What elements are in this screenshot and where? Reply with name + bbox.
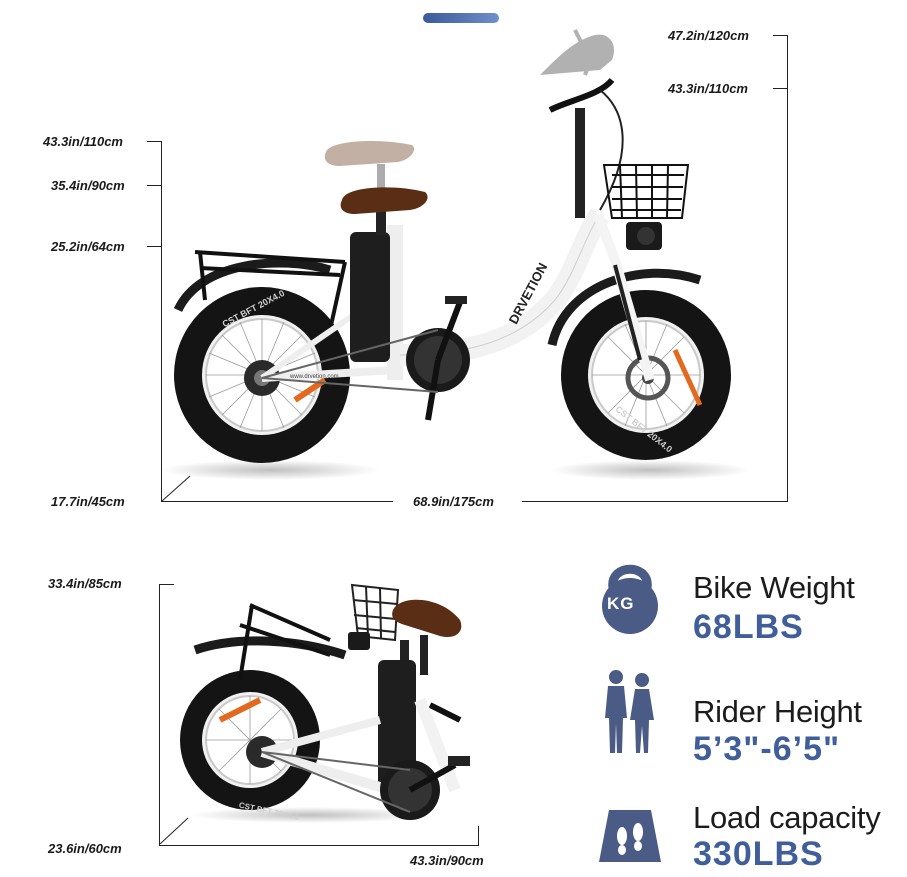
length-label: 68.9in/175cm (413, 494, 494, 509)
saddle (340, 187, 428, 214)
top-indicator-pill (423, 13, 499, 23)
seat-max-label: 43.3in/110cm (43, 134, 123, 149)
folded-height-label: 33.4in/85cm (48, 576, 122, 591)
folded-length-label: 43.3in/90cm (410, 853, 484, 868)
tick (773, 88, 788, 89)
rider-height-value: 5’3"-6’5" (693, 730, 841, 768)
stem (575, 108, 585, 218)
bike-weight-value: 68LBS (693, 608, 804, 646)
load-capacity-label: Load capacity (693, 800, 881, 835)
handlebar-min-label: 43.3in/110cm (668, 81, 748, 96)
svg-text:www.drvetion.com: www.drvetion.com (289, 374, 339, 380)
ghost-handlebar (540, 29, 615, 76)
right-dimension-line (787, 35, 788, 502)
rear-rack (194, 250, 347, 331)
tick (773, 35, 788, 36)
width-diagonal (161, 475, 191, 502)
tick (478, 826, 479, 846)
handlebar-max-label: 47.2in/120cm (668, 28, 749, 43)
left-dimension-line (161, 141, 162, 502)
battery (350, 232, 390, 362)
rider-height-label: Rider Height (693, 694, 862, 729)
rider-silhouette-icon (605, 670, 654, 753)
seat-min-label: 25.2in/64cm (51, 239, 125, 254)
folded-left-dimension-line (159, 584, 160, 846)
kettlebell-icon-text: KG (607, 594, 635, 613)
front-basket (602, 164, 690, 219)
bike-weight-label: Bike Weight (693, 570, 855, 605)
folded-width-label: 23.6in/60cm (48, 841, 122, 856)
bottom-dimension-line-right (522, 501, 788, 502)
footprints-icon (599, 810, 661, 862)
seat-mid-label: 35.4in/90cm (51, 178, 125, 193)
tick (147, 246, 162, 247)
tick (147, 185, 162, 186)
load-capacity-value: 330LBS (693, 835, 824, 873)
tick (159, 584, 174, 585)
tick (147, 141, 162, 142)
folded-bottom-dimension-line (159, 845, 479, 846)
bottom-dimension-line-left (161, 501, 393, 502)
handlebar (548, 77, 615, 113)
width-label: 17.7in/45cm (51, 494, 125, 509)
ghost-seat (324, 140, 415, 190)
folded-width-diagonal (159, 817, 189, 845)
kettlebell-icon (602, 564, 658, 634)
